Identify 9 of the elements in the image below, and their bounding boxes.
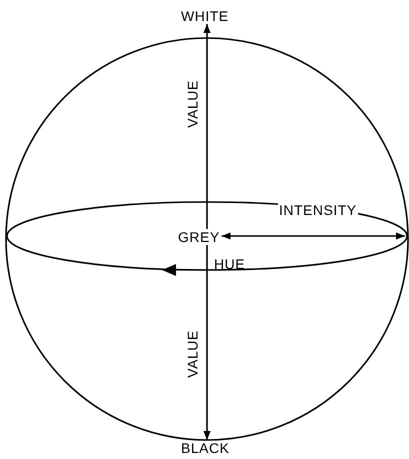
edge-label: VALUE <box>183 329 202 379</box>
arrow <box>222 232 405 240</box>
arrow <box>203 24 211 229</box>
axis-label: HUE <box>214 256 246 272</box>
center-label: GREY <box>177 229 221 245</box>
edge-label: VALUE <box>183 79 202 129</box>
pole-label: WHITE <box>180 8 230 24</box>
pole-label: BLACK <box>180 440 230 456</box>
arrow <box>203 245 211 440</box>
